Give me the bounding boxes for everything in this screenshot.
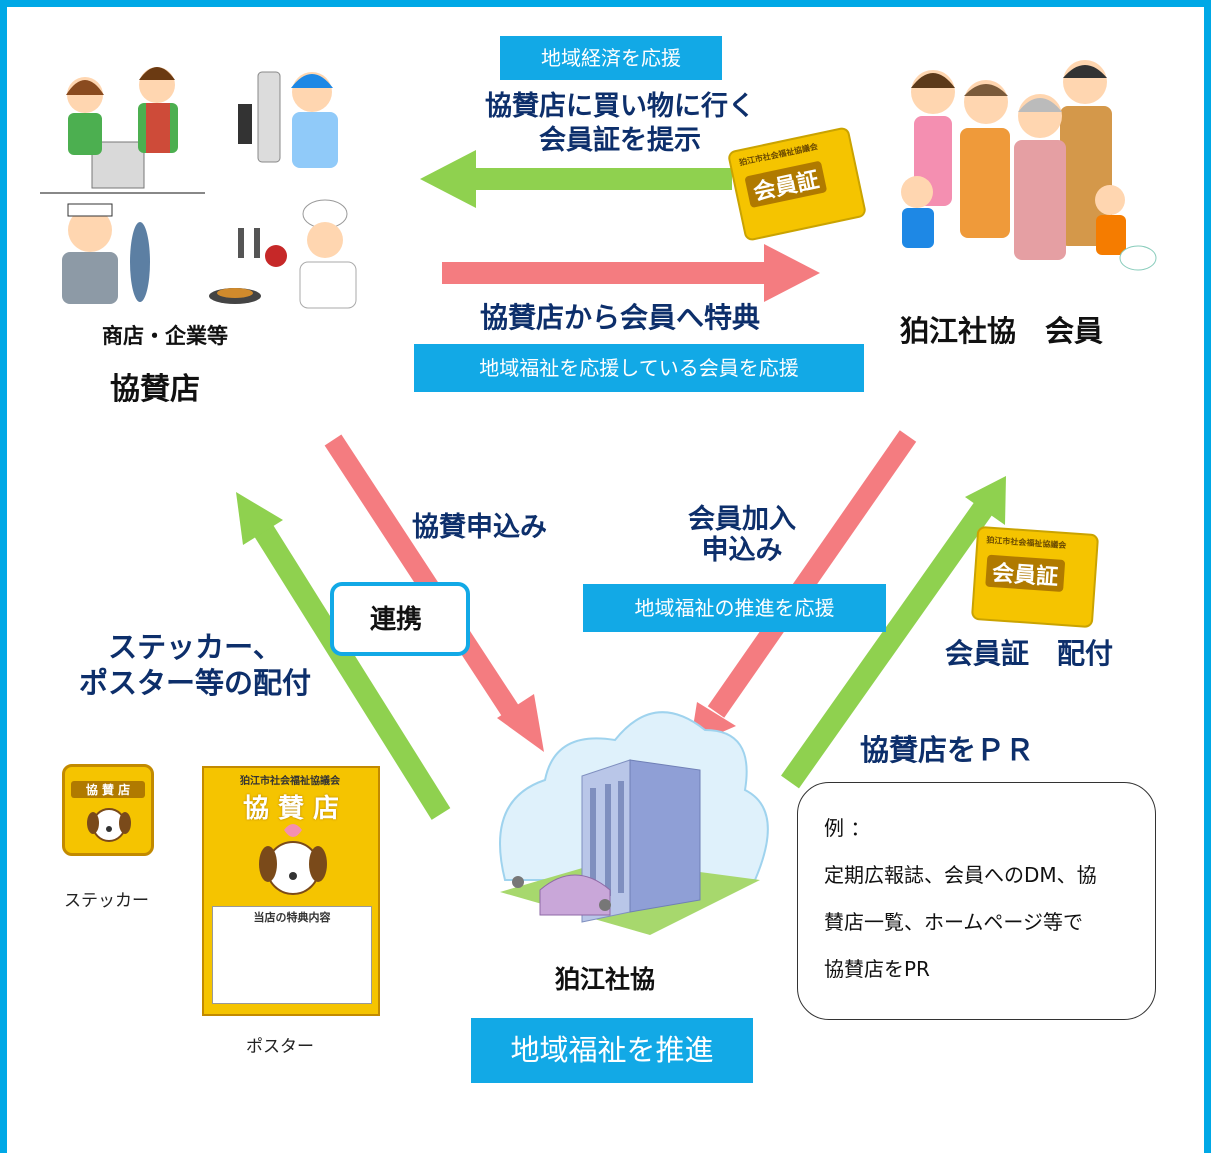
pr-example-box: 例 ： 定期広報誌、会員へのDM、協 賛店一覧、ホームページ等で 協賛店をPR	[797, 782, 1156, 1020]
sticker-label: ステッカー	[64, 891, 149, 911]
poster-title: 協 賛 店	[242, 794, 340, 824]
tag-promote-local-welfare: 地域福祉を推進	[471, 1018, 753, 1083]
center-name: 狛江社協	[554, 965, 655, 994]
label-pr: 協賛店をＰＲ	[860, 733, 1035, 767]
example-line-2: 賛店一覧、ホームページ等で	[824, 910, 1083, 934]
arrow-sponsor-apply	[324, 434, 544, 752]
arrow-distribute	[236, 492, 451, 820]
collab-box: 連携	[330, 582, 470, 656]
poster-dog-icon	[259, 824, 327, 895]
label-card-distribute: 会員証 配付	[945, 637, 1114, 670]
gas-station-illustration	[238, 71, 338, 168]
tag-support-members: 地域福祉を応援している会員を応援	[414, 344, 864, 392]
label-distribute-2: ポスター等の配付	[78, 666, 311, 700]
example-heading: 例 ：	[824, 816, 871, 840]
sponsor-name: 協賛店	[110, 372, 200, 407]
arrow-to-member	[442, 244, 820, 302]
example-line-1: 定期広報誌、会員へのDM、協	[824, 863, 1097, 887]
fishmonger-illustration	[62, 203, 150, 304]
label-sponsor-apply: 協賛申込み	[412, 512, 547, 543]
benefit-text: 協賛店から会員へ特典	[479, 301, 760, 334]
poster-benefit-heading: 当店の特典内容	[253, 911, 331, 924]
poster-org: 狛江市社会福祉協議会	[240, 776, 340, 787]
sticker-image: 協 賛 店	[62, 764, 154, 856]
tag-local-economy: 地域経済を応援	[500, 36, 722, 80]
tag-promote-welfare: 地域福祉の推進を応援	[583, 584, 886, 632]
label-member-apply-2: 申込み	[701, 535, 783, 566]
example-line-3: 協賛店をPR	[824, 957, 930, 981]
sticker-title: 協 賛 店	[71, 781, 145, 798]
shopping-line-1: 協賛店に買い物に行く	[485, 91, 755, 122]
poster-benefit-box: 当店の特典内容	[212, 906, 372, 1004]
arrow-to-sponsor	[420, 150, 732, 208]
label-member-apply-1: 会員加入	[688, 504, 796, 535]
poster-label: ポスター	[246, 1037, 314, 1057]
dog-icon	[87, 808, 131, 842]
collab-label: 連携	[370, 605, 423, 635]
shop-clerks-illustration	[40, 67, 205, 194]
shopping-line-2: 会員証を提示	[539, 125, 701, 156]
member-name: 狛江社協 会員	[900, 314, 1104, 348]
poster-image: 狛江市社会福祉協議会 協 賛 店 当店の特典内容	[202, 766, 380, 1016]
label-distribute-1: ステッカー、	[108, 630, 282, 664]
arrow-pr	[781, 476, 1006, 789]
chef-illustration	[209, 199, 357, 309]
sponsor-caption: 商店・企業等	[102, 324, 228, 348]
